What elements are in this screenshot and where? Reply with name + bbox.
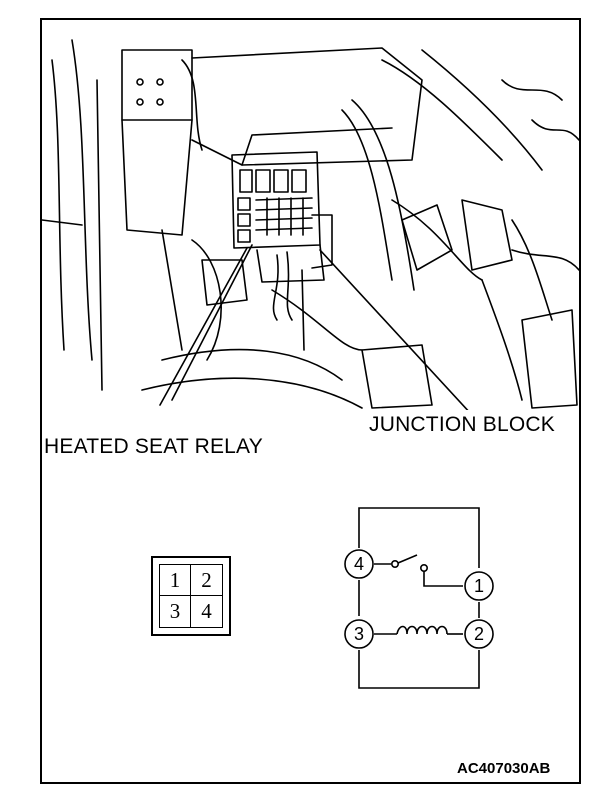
terminal-3 xyxy=(344,619,374,649)
switch-contact-right xyxy=(420,564,429,573)
switch-contact-left xyxy=(390,559,399,568)
relay-connector: 1 2 3 4 xyxy=(151,556,231,636)
terminal-2-label: 2 xyxy=(474,624,484,644)
switch-arm xyxy=(397,554,418,564)
terminal-1 xyxy=(464,571,494,601)
terminal-2 xyxy=(464,619,494,649)
terminal-4 xyxy=(344,549,374,579)
relay-coil xyxy=(396,625,448,635)
connector-pin-3: 3 xyxy=(160,596,191,627)
terminal-1-label: 1 xyxy=(474,576,484,596)
connector-pin-4: 4 xyxy=(201,599,212,623)
heated-seat-relay-label: HEATED SEAT RELAY xyxy=(44,435,263,458)
connector-pin-1: 1 xyxy=(160,565,191,596)
connector-pin-2: 2 xyxy=(191,565,222,596)
terminal-4-label: 4 xyxy=(354,554,364,574)
junction-block-label: JUNCTION BLOCK xyxy=(369,413,555,436)
figure-frame xyxy=(40,18,581,784)
relay-circuit-schematic: 4 1 3 2 xyxy=(344,507,494,689)
relay-location-illustration xyxy=(42,20,579,410)
circuit-box xyxy=(358,507,480,568)
terminal-3-label: 3 xyxy=(354,624,364,644)
figure-code: AC407030AB xyxy=(457,760,551,777)
connector-pin-grid: 1 2 3 4 xyxy=(159,564,223,628)
